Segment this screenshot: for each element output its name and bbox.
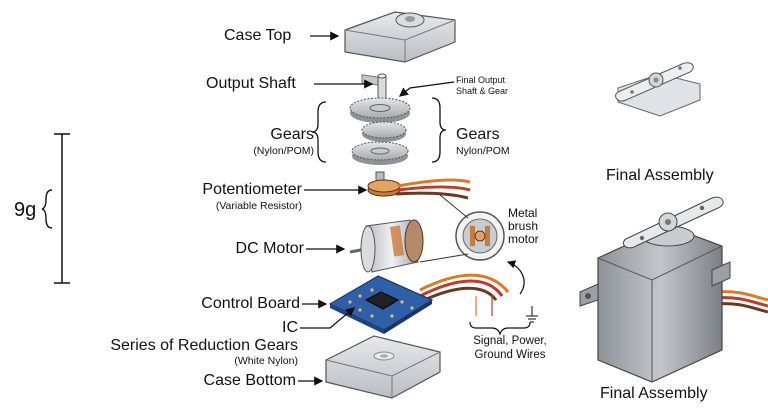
label-dc-motor: DC Motor [235,240,304,257]
label-reduction-gears-sub: (White Nylon) [234,355,298,367]
label-gears-left-sub: (Nylon/POM) [253,145,314,157]
leader-arrows [298,31,455,386]
weight-bracket [41,133,70,284]
label-control-board: Control Board [201,295,300,312]
brush-motor-inset [419,194,505,263]
label-metal: Metal [508,206,538,220]
servo-wires [419,273,510,304]
wire-ends-symbol [469,260,538,336]
label-signal-power: Signal, Power, [473,335,547,347]
potentiometer-part [367,171,471,200]
label-gears-right: Gears [456,126,500,143]
label-final-assembly-bottom: Final Assembly [600,385,708,402]
label-gears-right-sub: Nylon/POM [456,145,510,157]
label-potentiometer-sub: (Variable Resistor) [215,200,302,212]
label-case-bottom: Case Bottom [203,372,296,389]
final-assembly-small [615,62,701,117]
label-output-shaft: Output Shaft [206,75,296,92]
label-brush: brush [508,219,539,233]
label-ground-wires: Ground Wires [474,349,546,361]
dc-motor-part [349,219,424,273]
label-weight: 9g [14,199,37,221]
label-final-assembly-top: Final Assembly [606,167,714,184]
label-potentiometer: Potentiometer [202,181,302,198]
gear-stack-part [349,97,411,165]
final-assembly-large [579,196,768,383]
label-gears-left: Gears [270,126,314,143]
label-reduction-gears: Series of Reduction Gears [110,337,298,354]
label-motor: motor [508,232,539,246]
case-bottom-part [325,335,441,399]
label-ic: IC [282,319,298,336]
control-board-part [328,275,434,334]
label-final-output: Final Output [456,75,506,85]
label-shaft-and-gear: Shaft & Gear [456,86,509,96]
case-top-part [344,11,456,87]
label-case-top: Case Top [224,27,292,44]
